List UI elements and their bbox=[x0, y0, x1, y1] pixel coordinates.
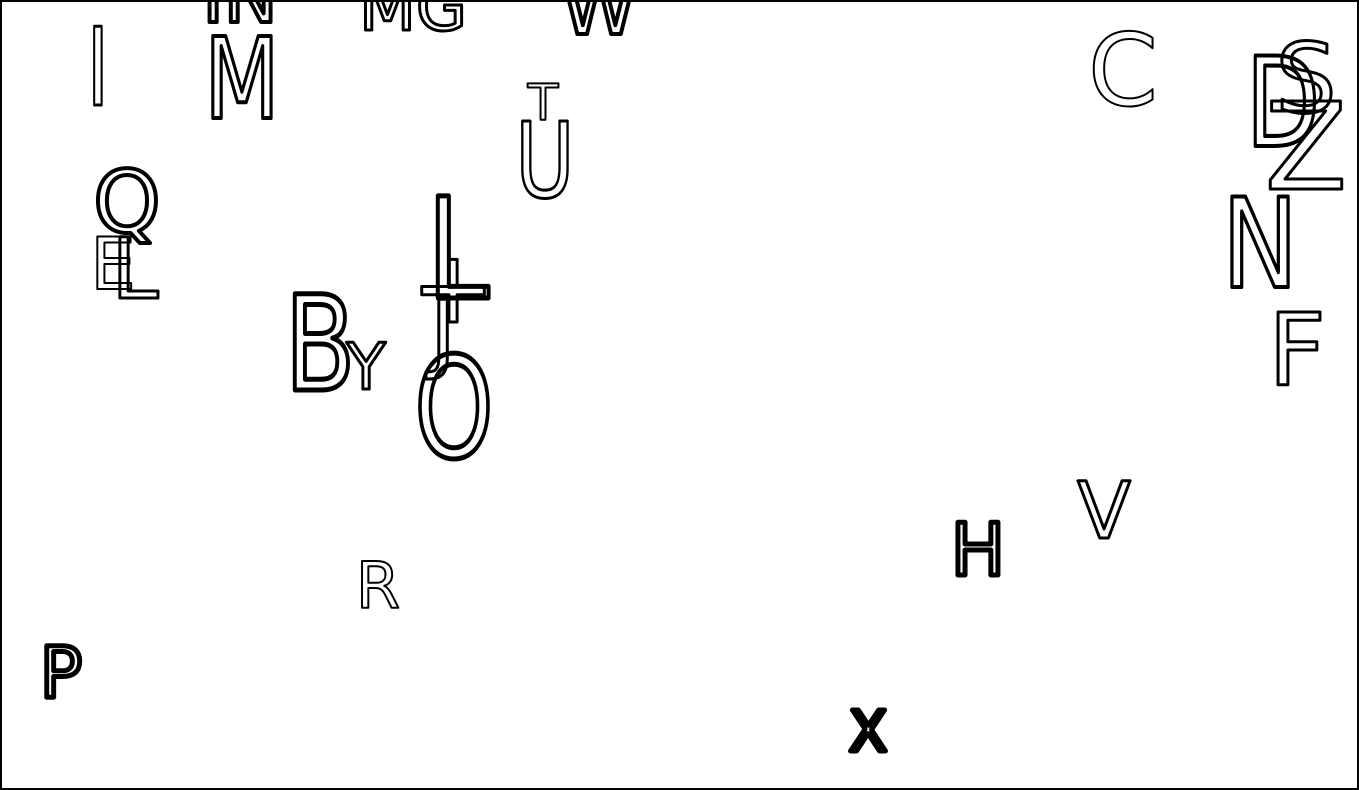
letter-I: I bbox=[87, 4, 109, 130]
letter-Y: Y bbox=[345, 331, 386, 405]
letter-J: J bbox=[425, 283, 455, 383]
letter-T: T bbox=[527, 74, 559, 132]
letter-X: X bbox=[849, 700, 887, 765]
letter-Q: Q bbox=[93, 153, 161, 253]
letter-B: B bbox=[285, 267, 356, 421]
letter-D: D bbox=[1246, 32, 1320, 176]
letter-S: S bbox=[1276, 23, 1337, 135]
letter-P: P bbox=[40, 632, 82, 714]
letter-H: H bbox=[951, 508, 1005, 592]
letter-M-large: M bbox=[204, 14, 279, 144]
letter-N: N bbox=[1222, 172, 1298, 316]
letter-E: E bbox=[90, 222, 136, 306]
letter-W-top: W bbox=[560, 2, 637, 53]
letter-O: O bbox=[414, 327, 493, 490]
letter-V: V bbox=[1077, 467, 1130, 557]
letters-IN-top: IN bbox=[202, 2, 277, 39]
plus-sign: + bbox=[411, 229, 495, 346]
letter-Z: Z bbox=[1265, 79, 1347, 218]
letter-L-large: L bbox=[427, 168, 489, 331]
letter-U: U bbox=[515, 100, 574, 222]
letter-C: C bbox=[1088, 12, 1158, 129]
letter-R: R bbox=[356, 550, 400, 624]
letter-F: F bbox=[1268, 292, 1326, 409]
letter-L-small: L bbox=[112, 220, 159, 318]
letters-MG-top: MG bbox=[359, 2, 467, 46]
